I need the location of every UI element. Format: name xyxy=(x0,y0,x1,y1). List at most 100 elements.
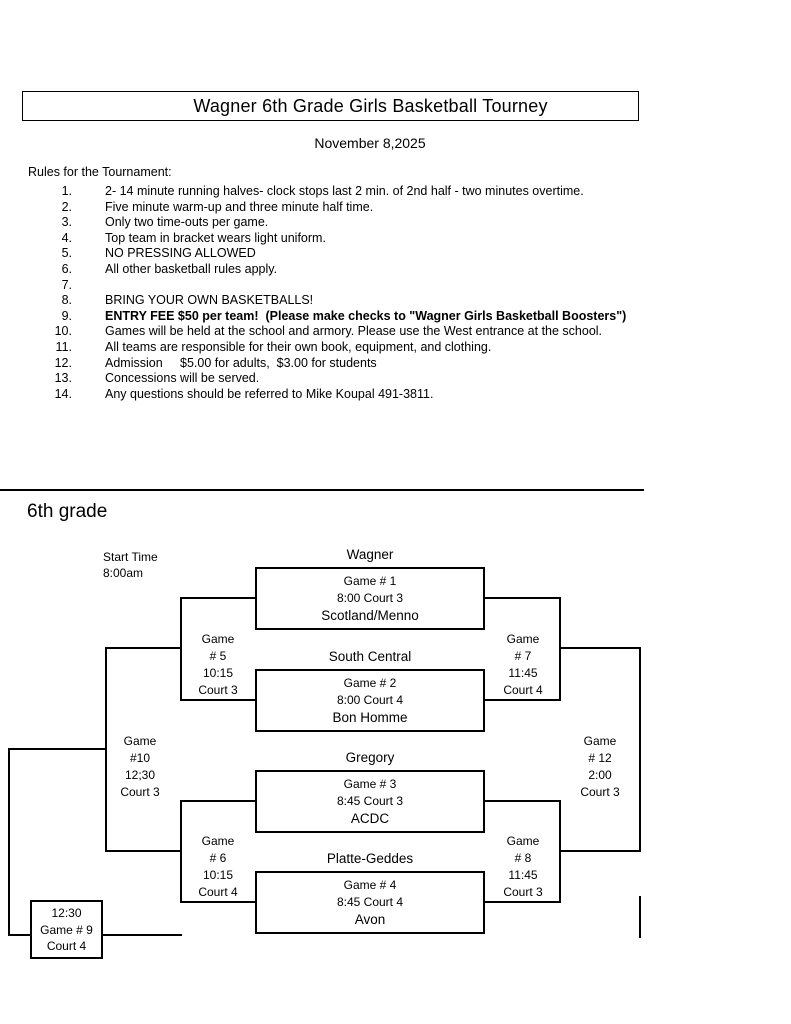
rule-text: All other basketball rules apply. xyxy=(105,261,278,276)
connector-line: Game xyxy=(201,632,235,646)
game-time-court: 8:00 Court 4 xyxy=(336,693,404,707)
connector-label-game10: Game #10 12;30 Court 3 xyxy=(104,733,176,801)
rule-text: Only two time-outs per game. xyxy=(105,215,269,230)
team-name: Platte-Geddes xyxy=(326,851,414,866)
rule-number: 12. xyxy=(54,355,72,370)
rule-text: Concessions will be served. xyxy=(105,371,260,386)
connector-line: Game xyxy=(506,632,540,646)
game-box-4: Game # 4 8:45 Court 4 Avon xyxy=(255,871,485,934)
connector-line: 11:45 xyxy=(508,666,538,680)
start-time-value: 8:00am xyxy=(103,566,144,580)
bracket-line xyxy=(8,748,10,936)
rule-number: 3. xyxy=(61,215,72,230)
bracket-line xyxy=(639,647,641,852)
rule-text: Five minute warm-up and three minute hal… xyxy=(105,199,374,214)
tournament-date: November 8,2025 xyxy=(314,135,426,151)
game-number: Game # 2 xyxy=(343,676,397,690)
bracket-line xyxy=(639,896,641,938)
game-number: Game # 9 xyxy=(40,922,93,937)
team-name: Scotland/Menno xyxy=(321,608,419,623)
rule-item: 13. Concessions will be served. xyxy=(28,371,758,387)
connector-line: # 5 xyxy=(209,649,227,663)
rule-item: 12. Admission $5.00 for adults, $3.00 fo… xyxy=(28,356,758,372)
page-title: Wagner 6th Grade Girls Basketball Tourne… xyxy=(193,95,548,116)
rule-number: 4. xyxy=(61,230,72,245)
rule-number: 5. xyxy=(61,246,72,261)
rule-number: 1. xyxy=(61,184,72,198)
connector-line: # 6 xyxy=(209,851,227,865)
rule-text: 2- 14 minute running halves- clock stops… xyxy=(105,184,584,198)
rule-text: Games will be held at the school and arm… xyxy=(105,324,603,339)
connector-line: 2:00 xyxy=(588,768,612,782)
rule-item: 8. BRING YOUR OWN BASKETBALLS! xyxy=(28,293,758,309)
game-time: 12:30 xyxy=(51,906,82,921)
team-name: ACDC xyxy=(350,811,390,826)
title-box: Wagner 6th Grade Girls Basketball Tourne… xyxy=(22,91,639,121)
connector-line: Court 3 xyxy=(503,885,543,899)
connector-line: Court 3 xyxy=(120,785,160,799)
section-divider xyxy=(0,489,644,491)
team-name: Avon xyxy=(354,912,386,927)
rule-text: Top team in bracket wears light uniform. xyxy=(105,230,326,245)
game-time-court: 8:00 Court 3 xyxy=(336,591,404,605)
rule-item: 4. Top team in bracket wears light unifo… xyxy=(28,231,758,247)
game-box-3: Game # 3 8:45 Court 3 ACDC xyxy=(255,770,485,833)
rule-number: 14. xyxy=(54,386,72,401)
bracket-line xyxy=(484,901,561,903)
rule-number: 2. xyxy=(61,199,72,214)
rule-text: BRING YOUR OWN BASKETBALLS! xyxy=(105,293,314,308)
connector-line: Court 3 xyxy=(198,683,238,697)
rule-text: ENTRY FEE $50 per team! (Please make che… xyxy=(105,308,627,323)
connector-line: Game xyxy=(583,734,617,748)
connector-line: Court 3 xyxy=(580,785,620,799)
game-box-2: Game # 2 8:00 Court 4 Bon Homme xyxy=(255,669,485,732)
rule-number: 9. xyxy=(61,308,72,323)
bracket-line xyxy=(561,647,641,649)
rule-number: 11. xyxy=(55,339,72,354)
connector-line: Court 4 xyxy=(198,885,238,899)
bracket-heading: 6th grade xyxy=(27,501,108,522)
start-time: Start Time 8:00am xyxy=(103,549,158,581)
connector-line: Game xyxy=(201,834,235,848)
rule-number: 10. xyxy=(54,324,72,339)
game-box-9: 12:30 Game # 9 Court 4 xyxy=(30,900,103,959)
bracket-line xyxy=(105,647,182,649)
connector-line: 10:15 xyxy=(202,666,234,680)
connector-label-game7: Game # 7 11:45 Court 4 xyxy=(487,631,559,699)
rule-number: 13. xyxy=(54,371,72,386)
game-number: Game # 3 xyxy=(343,777,397,791)
bracket-line xyxy=(8,748,107,750)
rule-item: 7. xyxy=(28,278,758,294)
bracket-line xyxy=(180,901,257,903)
rule-text: Any questions should be referred to Mike… xyxy=(105,386,434,401)
game-time-court: 8:45 Court 3 xyxy=(336,794,404,808)
connector-line: Game xyxy=(506,834,540,848)
bracket-line xyxy=(561,850,641,852)
rule-item: 14. Any questions should be referred to … xyxy=(28,387,758,403)
team-name: Bon Homme xyxy=(332,710,408,725)
team-name: Gregory xyxy=(345,750,395,765)
connector-label-game8: Game # 8 11:45 Court 3 xyxy=(487,833,559,901)
connector-line: 12;30 xyxy=(124,768,156,782)
connector-line: # 12 xyxy=(588,751,612,765)
bracket-line xyxy=(180,597,182,701)
connector-line: 11:45 xyxy=(508,868,538,882)
rule-item: 11. All teams are responsible for their … xyxy=(28,340,758,356)
connector-line: Court 4 xyxy=(503,683,543,697)
rule-item: 10. Games will be held at the school and… xyxy=(28,324,758,340)
game-box-1: Game # 1 8:00 Court 3 Scotland/Menno xyxy=(255,567,485,630)
rule-item: 1. 2- 14 minute running halves- clock st… xyxy=(28,184,758,200)
connector-line: # 8 xyxy=(514,851,532,865)
bracket-line xyxy=(559,800,561,903)
rule-text: NO PRESSING ALLOWED xyxy=(105,246,256,261)
team-name: South Central xyxy=(328,649,412,664)
connector-label-game12: Game # 12 2:00 Court 3 xyxy=(564,733,636,801)
bracket-line xyxy=(105,850,182,852)
rules-heading: Rules for the Tournament: xyxy=(28,165,172,179)
bracket-line xyxy=(484,800,561,802)
rule-number: 7. xyxy=(61,277,72,292)
start-time-label: Start Time xyxy=(103,550,158,564)
bracket-line xyxy=(559,597,561,701)
bracket-line xyxy=(180,699,257,701)
game-number: Game # 1 xyxy=(343,574,397,588)
